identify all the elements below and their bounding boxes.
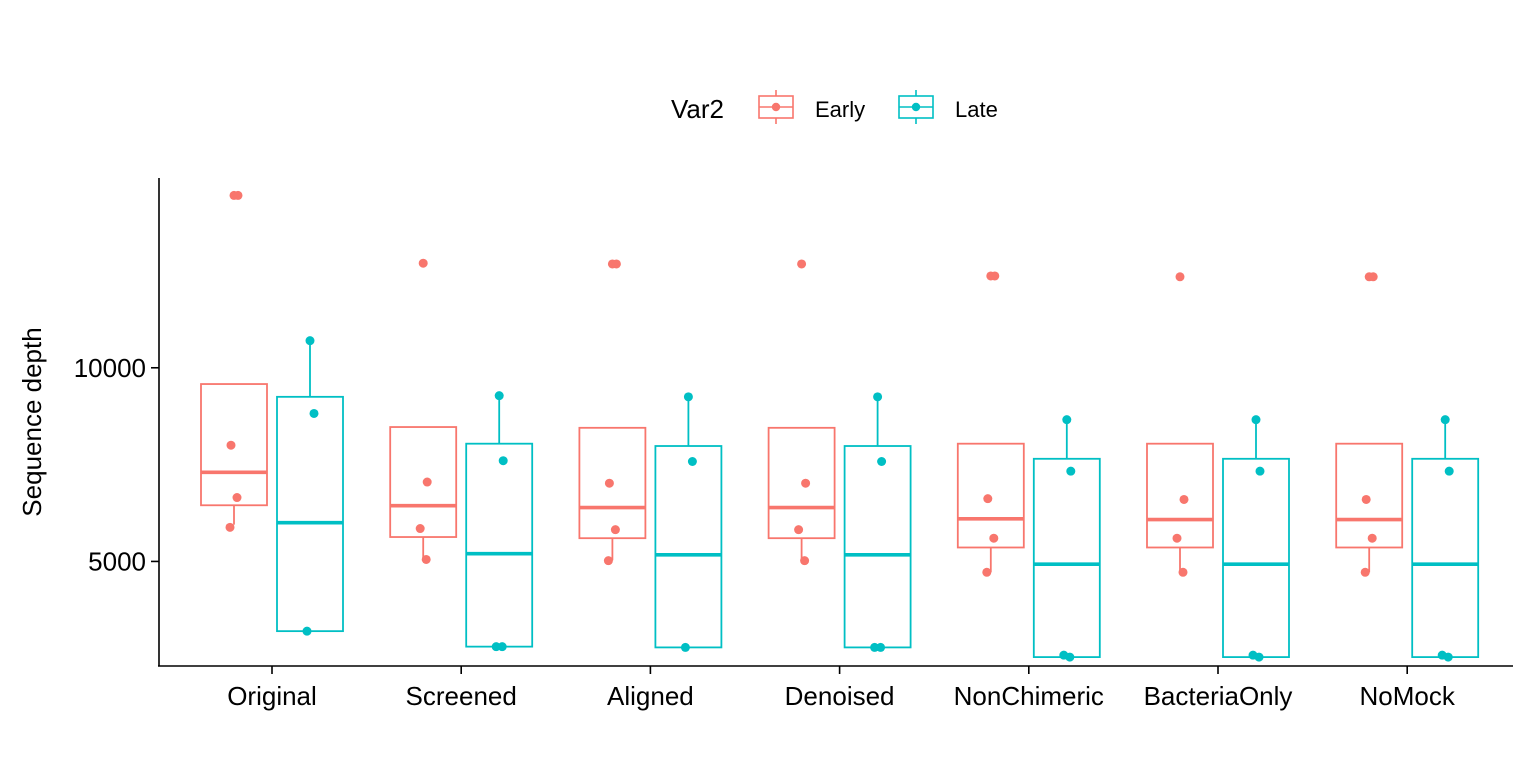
data-point <box>1440 415 1450 425</box>
data-point <box>1367 533 1377 543</box>
box-late-nomock <box>1411 415 1480 662</box>
data-point <box>680 642 690 652</box>
data-point <box>421 554 431 564</box>
box-early-aligned <box>578 259 647 566</box>
box-iqr <box>956 442 1025 549</box>
box-iqr <box>1411 457 1480 658</box>
x-tick-label: BacteriaOnly <box>1144 681 1293 711</box>
box-iqr <box>767 426 836 540</box>
y-axis-title: Sequence depth <box>17 327 47 516</box>
data-point <box>611 259 621 269</box>
data-point <box>1443 652 1453 662</box>
box-iqr <box>200 383 268 507</box>
data-point <box>794 525 804 535</box>
data-point <box>983 494 993 504</box>
data-point <box>415 524 425 534</box>
data-point <box>418 258 428 268</box>
data-point <box>1062 415 1072 425</box>
legend-key-late <box>898 90 934 124</box>
data-point <box>422 477 432 487</box>
legend-label-early: Early <box>815 97 865 122</box>
data-point <box>989 533 999 543</box>
data-point <box>1444 466 1454 476</box>
box-iqr <box>389 426 458 538</box>
data-point <box>225 522 235 532</box>
data-point <box>1251 415 1261 425</box>
data-point <box>1175 272 1185 282</box>
data-point <box>982 567 992 577</box>
data-point <box>1066 466 1076 476</box>
data-point <box>1255 466 1265 476</box>
y-tick-label: 10000 <box>74 353 146 383</box>
legend: Var2 Early Late <box>671 90 998 124</box>
box-early-nomock <box>1335 272 1404 577</box>
data-point <box>877 457 887 467</box>
box-iqr <box>843 445 912 649</box>
legend-label-late: Late <box>955 97 998 122</box>
data-point <box>1368 272 1378 282</box>
x-tick-label: Aligned <box>607 681 694 711</box>
data-point <box>603 556 613 566</box>
box-late-nonchimeric <box>1032 415 1101 662</box>
data-point <box>1065 652 1075 662</box>
box-late-bacteriaonly <box>1222 415 1290 662</box>
data-point <box>302 626 312 636</box>
data-point <box>309 408 319 418</box>
data-point <box>687 457 697 467</box>
data-point <box>1179 494 1189 504</box>
box-iqr <box>1032 457 1101 658</box>
box-early-bacteriaonly <box>1146 272 1214 577</box>
data-point <box>797 259 807 269</box>
data-point <box>1361 494 1371 504</box>
box-iqr <box>276 395 344 633</box>
data-point <box>226 440 236 450</box>
data-point <box>498 456 508 466</box>
x-tick-label: NonChimeric <box>954 681 1104 711</box>
box-early-denoised <box>767 259 836 566</box>
data-point <box>494 391 504 401</box>
x-tick-label: NoMock <box>1360 681 1456 711</box>
data-point <box>233 190 243 200</box>
box-early-original <box>200 190 268 532</box>
box-late-screened <box>465 391 534 652</box>
box-iqr <box>465 442 534 648</box>
y-ticks: 5000 10000 <box>74 353 159 576</box>
data-point <box>801 478 811 488</box>
data-point <box>610 525 620 535</box>
legend-key-early <box>758 90 794 124</box>
data-point <box>305 336 315 346</box>
box-iqr <box>1335 442 1404 549</box>
x-tick-label: Original <box>227 681 317 711</box>
box-iqr <box>578 426 647 540</box>
box-late-original <box>276 336 344 636</box>
x-ticks: Original Screened Aligned Denoised NonChimer… <box>227 666 1456 711</box>
box-early-nonchimeric <box>956 271 1025 577</box>
y-tick-label: 5000 <box>88 546 146 576</box>
data-point <box>1178 567 1188 577</box>
data-point <box>990 271 1000 281</box>
data-point <box>604 478 614 488</box>
x-tick-label: Denoised <box>785 681 895 711</box>
data-point <box>1360 567 1370 577</box>
data-point <box>497 642 507 652</box>
data-point <box>1172 533 1182 543</box>
box-late-denoised <box>843 392 912 652</box>
data-point <box>800 556 810 566</box>
box-early-screened <box>389 258 458 564</box>
data-point <box>232 493 242 503</box>
box-late-aligned <box>654 392 723 652</box>
data-point <box>873 392 883 402</box>
legend-title: Var2 <box>671 94 724 124</box>
box-iqr <box>1146 442 1214 549</box>
data-point <box>683 392 693 402</box>
box-iqr <box>654 445 723 649</box>
data-point <box>876 642 886 652</box>
box-iqr <box>1222 457 1290 658</box>
data-point <box>1254 652 1264 662</box>
plot-panel <box>200 190 1480 662</box>
x-tick-label: Screened <box>406 681 517 711</box>
